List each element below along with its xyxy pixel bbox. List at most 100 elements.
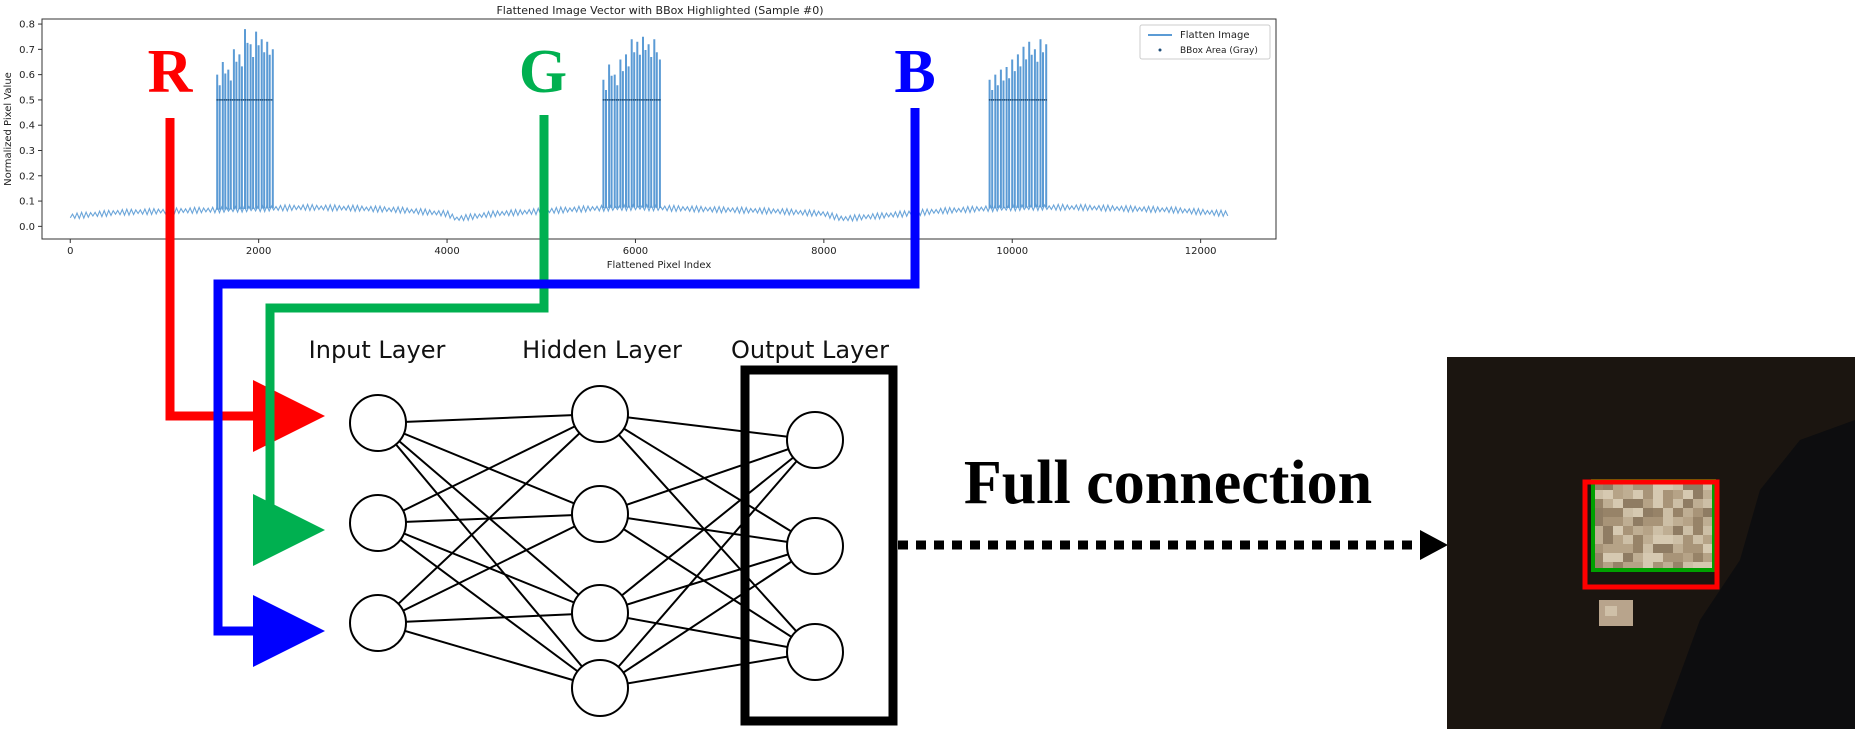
spike-group-0: [216, 29, 274, 210]
pixel-cell: [1663, 499, 1673, 508]
green-channel-arrow: [253, 115, 549, 566]
bbox-point: [998, 99, 1000, 101]
pixel-cell: [1643, 544, 1653, 553]
pixel-cell: [1643, 517, 1653, 526]
bbox-point: [233, 99, 236, 101]
bbox-point: [242, 99, 245, 101]
pixel-cell: [1693, 490, 1703, 499]
x-tick-label: 8000: [811, 246, 836, 257]
x-tick-label: 2000: [246, 246, 271, 257]
pixel-cell: [1603, 508, 1613, 517]
pixel-cell: [1703, 544, 1713, 553]
legend-dot-swatch: [1158, 48, 1162, 52]
pixel-cell: [1603, 553, 1613, 562]
bbox-point: [218, 99, 221, 101]
pixel-cell: [1623, 553, 1633, 562]
bbox-point: [630, 99, 633, 101]
bbox-point: [1032, 99, 1034, 101]
pixel-cell: [1703, 490, 1713, 499]
bbox-point: [619, 99, 622, 101]
pixel-cell: [1703, 517, 1713, 526]
bbox-point: [1028, 99, 1031, 101]
connection-edge: [599, 545, 816, 614]
connection-edge: [599, 513, 816, 653]
bbox-point: [604, 99, 607, 101]
bbox-point: [257, 99, 260, 101]
bbox-point: [1007, 99, 1010, 101]
pixel-cell: [1653, 481, 1663, 490]
bbox-point: [621, 99, 624, 101]
bbox-point: [602, 99, 605, 101]
connection-edge: [599, 439, 816, 689]
legend-box: [1139, 24, 1271, 60]
pixel-cell: [1623, 490, 1633, 499]
connection-edge: [377, 622, 601, 689]
pixel-cell: [1673, 517, 1683, 526]
bbox-point: [649, 99, 652, 101]
output-layer-box: [740, 365, 898, 726]
bbox-point: [613, 99, 616, 101]
bbox-point: [628, 99, 631, 101]
channel-label-b: B: [894, 38, 935, 106]
pixel-cell: [1703, 562, 1713, 571]
bbox-point: [640, 99, 642, 101]
bbox-point: [651, 99, 654, 101]
bbox-point: [611, 99, 614, 101]
pixel-cell: [1613, 535, 1623, 544]
pixel-cell: [1613, 481, 1623, 490]
bbox-point: [240, 99, 243, 101]
connection-edge: [599, 612, 816, 653]
bbox-point: [645, 99, 648, 101]
y-tick-label: 0.6: [19, 70, 35, 81]
connection-edge: [599, 439, 816, 515]
connection-edge: [377, 612, 601, 624]
hidden-layer-label: Hidden Layer: [522, 336, 682, 364]
pixel-cell: [1633, 508, 1643, 517]
pixel-cell: [1623, 526, 1633, 535]
bbox-point: [255, 99, 258, 101]
pixel-cell: [1693, 544, 1703, 553]
connection-edge: [377, 413, 601, 624]
connection-edge: [377, 522, 601, 689]
y-tick-label: 0.1: [19, 197, 35, 208]
pixel-cell: [1603, 535, 1613, 544]
bbox-point: [644, 99, 646, 101]
hidden-node: [571, 385, 629, 443]
bbox-point: [1013, 99, 1015, 101]
pixel-cell: [1663, 481, 1673, 490]
pixel-cell: [1623, 562, 1633, 571]
pixel-cell: [1593, 535, 1603, 544]
bbox-point: [1043, 99, 1046, 101]
pixel-cell: [1693, 526, 1703, 535]
legend-entry-bbox-area: BBox Area (Gray): [1180, 46, 1258, 56]
bbox-point: [636, 99, 639, 101]
bbox-point: [220, 99, 222, 101]
network-nodes: [349, 385, 844, 717]
pixel-cell: [1673, 535, 1683, 544]
bbox-point: [1001, 99, 1004, 101]
bbox-point: [254, 99, 256, 101]
y-tick-label: 0.0: [19, 222, 35, 233]
bbox-point: [996, 99, 999, 101]
bbox-point: [992, 99, 995, 101]
output-node: [786, 517, 844, 575]
hidden-node: [571, 485, 629, 543]
pixel-cell: [1663, 562, 1673, 571]
pixel-cell: [1673, 553, 1683, 562]
output-layer-label: Output Layer: [731, 336, 889, 364]
bbox-scatter-group-2: [988, 99, 1048, 101]
detection-result-image: [1447, 357, 1855, 729]
red-bounding-box: [1582, 479, 1720, 590]
bbox-point: [1020, 99, 1023, 101]
hidden-node: [571, 659, 629, 717]
pixel-cell: [1703, 526, 1713, 535]
bbox-point: [231, 99, 234, 101]
pixel-cell: [1673, 490, 1683, 499]
pixel-cell: [1603, 526, 1613, 535]
pixel-cell: [1603, 544, 1613, 553]
bbox-point: [252, 99, 254, 101]
bbox-point: [263, 99, 266, 101]
pixel-cell: [1613, 526, 1623, 535]
pixel-cell: [1643, 553, 1653, 562]
